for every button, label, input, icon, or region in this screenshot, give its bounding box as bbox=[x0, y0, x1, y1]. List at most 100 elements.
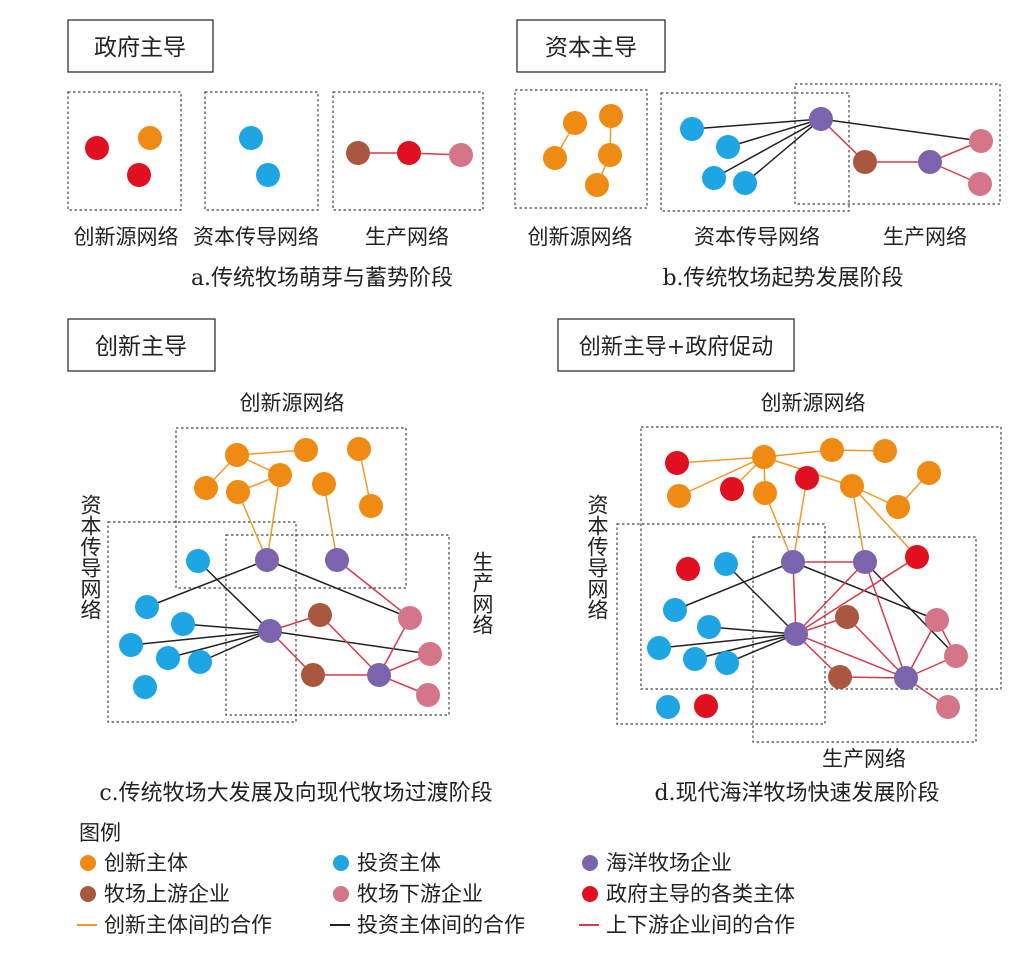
panel-c-investment-node bbox=[156, 646, 180, 670]
panel-d-innovation-node bbox=[873, 439, 897, 463]
panel-c-innovation-cooperation-edge bbox=[323, 483, 338, 561]
panel-d-marine-enterprise-node bbox=[894, 666, 918, 690]
legend-item-label: 投资主体 bbox=[357, 851, 441, 875]
panel-c-upstream-node bbox=[308, 603, 332, 627]
panel-b-upstream-node bbox=[853, 150, 877, 174]
panel-c-investment-cooperation-edge bbox=[182, 623, 271, 632]
panel-d-innovation-cooperation-edge bbox=[851, 485, 918, 558]
panel-b-investment-node bbox=[702, 166, 726, 190]
panel-d-network-region-2 bbox=[616, 523, 826, 725]
panel-b: 资本主导 创新源网络 资本传导网络 生产网络 b.传统牧场起势发展阶段 bbox=[516, 19, 967, 291]
panel-d-caption: d.现代海洋牧场快速发展阶段 bbox=[654, 781, 939, 806]
panel-c-capital-network-label: 资本传导网络 bbox=[78, 494, 102, 620]
panel-b-innovation-node bbox=[598, 143, 622, 167]
panel-b-investment-cooperation-edge bbox=[691, 118, 822, 130]
panel-a-investment-node bbox=[256, 163, 280, 187]
panel-d-investment-node bbox=[697, 615, 721, 639]
panel-d-marine-enterprise-node bbox=[784, 622, 808, 646]
panel-b-investment-cooperation-edge bbox=[820, 118, 982, 142]
panel-d-innovation-node bbox=[820, 438, 844, 462]
legend-government-swatch bbox=[582, 886, 598, 902]
panel-c-innovation-node bbox=[194, 476, 218, 500]
panel-c-investment-node bbox=[133, 675, 157, 699]
panel-a-network-region-2 bbox=[204, 91, 319, 211]
panel-b-investment-cooperation-edge bbox=[713, 118, 822, 179]
legend-item-label: 牧场下游企业 bbox=[357, 882, 483, 906]
panel-d-innovation-cooperation-edge bbox=[764, 492, 794, 563]
panel-c-innovation-node bbox=[347, 437, 371, 461]
panel-b-investment-cooperation-edge bbox=[744, 118, 822, 184]
panel-d-investment-cooperation-edge bbox=[658, 633, 797, 649]
panel-d-investment-node bbox=[656, 695, 680, 719]
panel-a-mode-label: 政府主导 bbox=[94, 35, 186, 61]
panel-c-mode-box bbox=[67, 318, 216, 372]
panel-d-investment-node bbox=[715, 651, 739, 675]
panel-c-investment-node bbox=[119, 633, 143, 657]
panel-d-mode-label: 创新主导+政府促动 bbox=[579, 335, 773, 360]
panel-d-investment-cooperation-edge bbox=[725, 563, 797, 635]
panel-c-investment-cooperation-edge bbox=[130, 630, 271, 646]
panel-d-investment-cooperation-edge bbox=[708, 626, 797, 635]
panel-c-investment-cooperation-edge bbox=[269, 630, 431, 655]
panel-a-government-node bbox=[85, 136, 109, 160]
panel-d-innovation-cooperation-edge bbox=[851, 485, 866, 563]
panel-b-investment-node bbox=[733, 171, 757, 195]
panel-d-government-node bbox=[676, 557, 700, 581]
panel-b-marine-enterprise-node bbox=[918, 150, 942, 174]
panel-d-investment-node bbox=[683, 647, 707, 671]
legend: 图例 创新主体投资主体海洋牧场企业牧场上游企业牧场下游企业政府主导的各类主体创新… bbox=[77, 821, 795, 937]
panel-d-innovation-cooperation-edge bbox=[676, 456, 765, 464]
panel-b-innovation-node bbox=[543, 146, 567, 170]
panel-d-investment-cooperation-edge bbox=[694, 633, 797, 660]
panel-b-network-region-3 bbox=[794, 83, 1001, 205]
panel-b-marine-enterprise-node bbox=[809, 107, 833, 131]
panel-d-investment-cooperation-edge bbox=[864, 561, 957, 657]
legend-downstream-swatch bbox=[333, 886, 349, 902]
panel-c: 创新主导 创新源网络 资本传导网络 生产网络 c.传统牧场大发展及向现代牧场过渡… bbox=[67, 318, 494, 806]
panel-b-downstream-node bbox=[968, 172, 992, 196]
panel-d-government-node bbox=[694, 694, 718, 718]
panel-c-investment-node bbox=[186, 549, 210, 573]
dashed-region-boxes bbox=[67, 83, 1002, 743]
panel-d: 创新主导+政府促动 创新源网络 资本传导网络 生产网络 d.现代海洋牧场快速发展… bbox=[557, 318, 940, 806]
panel-b-investment-node bbox=[680, 117, 704, 141]
panel-d-investment-node bbox=[647, 636, 671, 660]
panel-c-investment-cooperation-edge bbox=[266, 559, 411, 619]
panel-b-investment-cooperation-edge bbox=[727, 118, 822, 148]
panel-d-updown-cooperation-edge bbox=[792, 561, 797, 635]
panel-d-government-node bbox=[795, 466, 819, 490]
actor-nodes bbox=[85, 104, 993, 719]
panel-c-investment-node bbox=[188, 650, 212, 674]
panel-d-network-region-1 bbox=[640, 426, 1002, 690]
panel-c-innovation-node bbox=[294, 438, 318, 462]
panel-a-upstream-node bbox=[346, 141, 370, 165]
panel-a-caption: a.传统牧场萌芽与蓄势阶段 bbox=[191, 266, 453, 291]
panel-c-investment-node bbox=[171, 612, 195, 636]
panel-a-investment-node bbox=[239, 126, 263, 150]
panel-b-mode-label: 资本主导 bbox=[545, 35, 637, 61]
panel-d-mode-box bbox=[557, 318, 795, 372]
panel-d-innovation-node bbox=[753, 481, 777, 505]
panel-a-network-region-1 bbox=[67, 91, 182, 211]
panel-b-innovation-node bbox=[585, 173, 609, 197]
panel-d-updown-cooperation-edge bbox=[864, 561, 907, 679]
panel-d-innovation-node bbox=[840, 474, 864, 498]
panel-d-updown-cooperation-edge bbox=[795, 556, 918, 635]
legend-upstream-swatch bbox=[80, 886, 96, 902]
panel-d-upstream-node bbox=[835, 605, 859, 629]
panel-d-production-network-label: 生产网络 bbox=[822, 747, 906, 771]
panel-d-updown-cooperation-edge bbox=[795, 633, 907, 679]
panel-d-downstream-node bbox=[944, 644, 968, 668]
panel-d-innovation-cooperation-edge bbox=[678, 456, 765, 497]
panel-b-mode-box bbox=[516, 19, 666, 73]
panel-c-upstream-node bbox=[301, 663, 325, 687]
panel-d-investment-node bbox=[663, 598, 687, 622]
panel-a-government-node bbox=[127, 163, 151, 187]
panel-d-investment-cooperation-edge bbox=[674, 561, 794, 611]
panel-c-innovation-node bbox=[359, 494, 383, 518]
legend-title: 图例 bbox=[79, 821, 121, 845]
panel-a-mode-box bbox=[67, 19, 214, 73]
panel-c-innovation-node bbox=[225, 443, 249, 467]
panel-b-innovation-network-label: 创新源网络 bbox=[528, 225, 633, 249]
panel-c-downstream-node bbox=[398, 606, 422, 630]
